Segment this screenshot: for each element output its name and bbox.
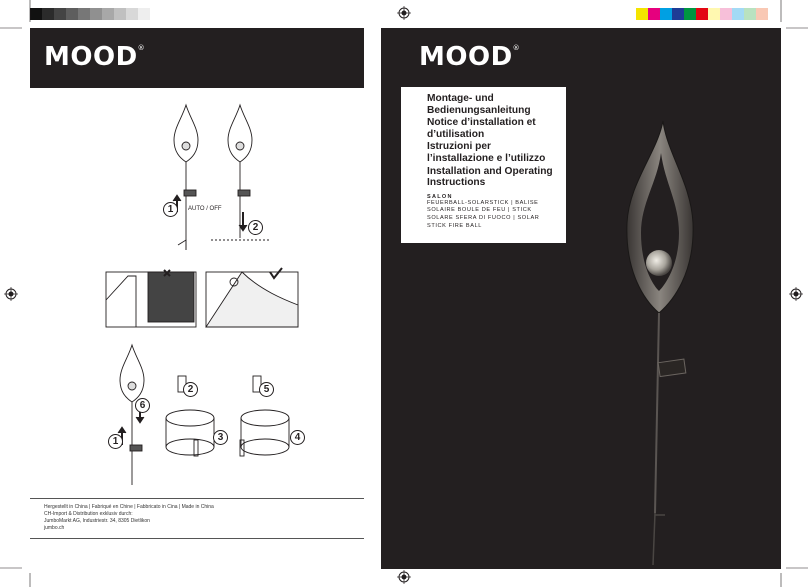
gray-swatch bbox=[30, 8, 42, 20]
gray-swatch bbox=[54, 8, 66, 20]
back-cover-header-band: MOOD® bbox=[30, 28, 364, 88]
footer-divider-top bbox=[30, 498, 364, 499]
product-line: SALON bbox=[427, 193, 453, 200]
registration-mark-left bbox=[4, 287, 18, 301]
color-swatch bbox=[708, 8, 720, 20]
registration-mark-right bbox=[789, 287, 803, 301]
auto-off-label: AUTO / OFF bbox=[188, 206, 222, 212]
registration-mark-top bbox=[397, 6, 411, 20]
address-line: JumboMarkt AG, Industriestr. 34, 8305 Di… bbox=[44, 518, 150, 524]
made-in-line: Hergestellt in China | Fabriqué en Chine… bbox=[44, 504, 214, 510]
footer-divider-bottom bbox=[30, 538, 364, 539]
color-swatch bbox=[648, 8, 660, 20]
step-number: 2 bbox=[248, 220, 263, 235]
gray-swatch bbox=[78, 8, 90, 20]
color-swatch bbox=[744, 8, 756, 20]
step-number: 3 bbox=[213, 430, 228, 445]
step-number: 2 bbox=[183, 382, 198, 397]
gray-swatch bbox=[126, 8, 138, 20]
color-swatch bbox=[732, 8, 744, 20]
footer: Hergestellt in China | Fabriqué en Chine… bbox=[44, 504, 354, 532]
mood-logo-left: MOOD® bbox=[44, 42, 146, 72]
color-swatch bbox=[720, 8, 732, 20]
title-english: Installation and Operating Instructions bbox=[427, 165, 553, 189]
color-swatch bbox=[696, 8, 708, 20]
gray-swatch bbox=[138, 8, 150, 20]
step-number: 1 bbox=[163, 202, 178, 217]
color-swatch bbox=[768, 8, 780, 20]
gray-swatch bbox=[102, 8, 114, 20]
title-french: Notice d’installation et d’utilisation bbox=[427, 117, 536, 140]
gray-calibration-strip bbox=[30, 8, 150, 20]
step-number: 4 bbox=[290, 430, 305, 445]
color-calibration-strip bbox=[636, 8, 780, 20]
title-italian: Istruzioni per l’installazione e l’utili… bbox=[427, 141, 546, 164]
solar-stick-product-image bbox=[626, 120, 694, 566]
import-line: CH-Import & Distribution exklusiv durch: bbox=[44, 511, 133, 517]
gray-swatch bbox=[66, 8, 78, 20]
assembly-illustrations bbox=[105, 103, 299, 485]
color-swatch bbox=[660, 8, 672, 20]
color-swatch bbox=[672, 8, 684, 20]
gray-swatch bbox=[114, 8, 126, 20]
color-swatch bbox=[684, 8, 696, 20]
cover-title-box: Montage- und Bedienungsanleitung Notice … bbox=[401, 87, 566, 243]
gray-swatch bbox=[90, 8, 102, 20]
color-swatch bbox=[756, 8, 768, 20]
title-german: Montage- und Bedienungsanleitung bbox=[427, 93, 531, 116]
step-number: 5 bbox=[259, 382, 274, 397]
registration-mark-bottom bbox=[397, 570, 411, 584]
website-line: jumbo.ch bbox=[44, 525, 65, 531]
mood-logo-right: MOOD® bbox=[419, 42, 521, 72]
color-swatch bbox=[636, 8, 648, 20]
product-description: FEUERBALL-SOLARSTICK | BALISE SOLAIRE BO… bbox=[427, 199, 540, 229]
gray-swatch bbox=[42, 8, 54, 20]
step-number: 1 bbox=[108, 434, 123, 449]
step-number: 6 bbox=[135, 398, 150, 413]
